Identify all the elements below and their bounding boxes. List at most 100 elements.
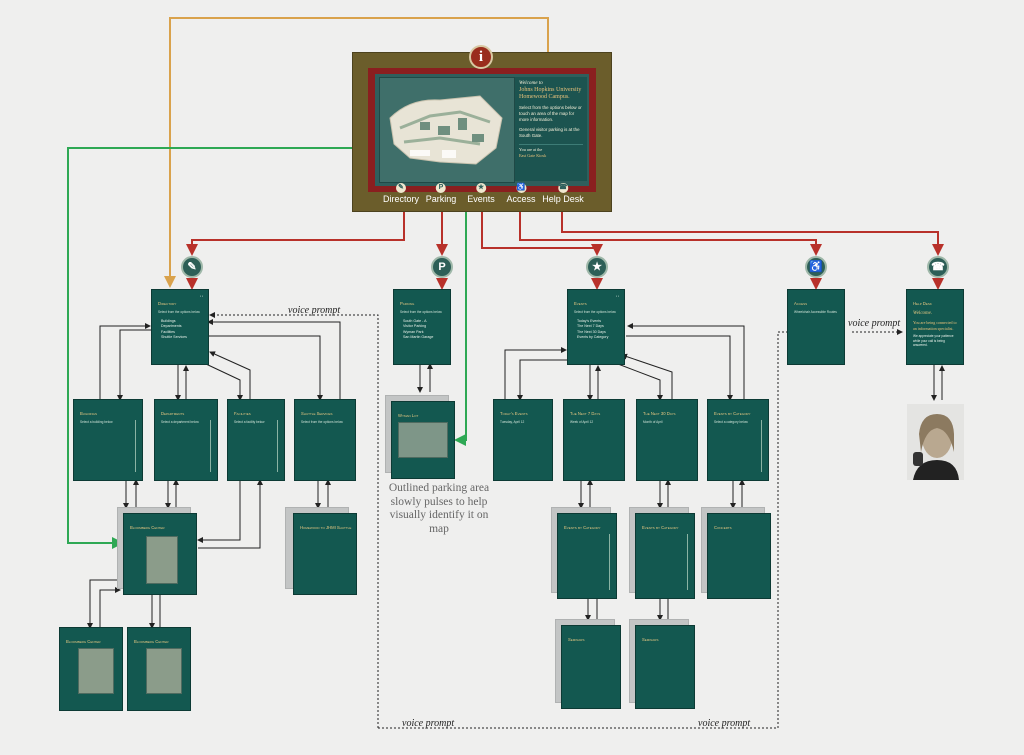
help-message-wait: We appreciate your patience while your c… (913, 333, 954, 348)
campus-map[interactable] (379, 77, 515, 183)
screen-title: Access (794, 301, 808, 306)
screen-events-by-category-b[interactable]: Events by Category (636, 514, 694, 598)
screen-title: Wyman Lot (398, 413, 419, 418)
screen-access[interactable]: Access Wheelchair Accessible Routes (788, 290, 844, 364)
screen-shuttle-services[interactable]: Shuttle Services Select from the options… (295, 400, 355, 480)
parking-icon: P (431, 256, 453, 278)
parking-note: General visitor parking is at the South … (519, 126, 580, 138)
screen-subtitle: Select from the options below (158, 310, 200, 315)
screen-title: Seminars (642, 637, 659, 642)
nav-help-desk-label: Help Desk (542, 194, 584, 204)
screen-events-by-category-a[interactable]: Events by Category (558, 514, 616, 598)
screen-bloomberg-center-detail[interactable]: Bloomberg Center (60, 628, 122, 710)
screen-concerts[interactable]: Concerts (708, 514, 770, 598)
screen-title: Directory (158, 301, 177, 306)
screen-buildings[interactable]: Buildings Select a building below (74, 400, 142, 480)
list-item[interactable]: Events by Category (577, 335, 609, 340)
scrollbar[interactable] (277, 420, 278, 472)
screen-homewood-shuttle[interactable]: Homewood to JHMI Shuttle (294, 514, 356, 594)
info-icon[interactable]: i (469, 45, 493, 69)
building-map-thumbnail (146, 536, 178, 584)
screen-title: Seminars (568, 637, 585, 642)
building-map-thumbnail (78, 648, 114, 694)
list-item[interactable]: Buildings (161, 319, 176, 324)
screen-title: Buildings (80, 411, 97, 416)
screen-subtitle: Select a category below (714, 420, 748, 425)
directory-icon: ✎ (181, 256, 203, 278)
screen-title: Homewood to JHMI Shuttle (300, 525, 352, 530)
scrollbar[interactable] (210, 420, 211, 472)
screen-title: Bloomberg Center (134, 639, 169, 644)
list-item[interactable]: South Gate - A (403, 319, 427, 324)
screen-title: Bloomberg Center (66, 639, 101, 644)
screen-events[interactable]: ▪ ▪ Events Select from the options below… (568, 290, 624, 364)
events-icon: ★ (586, 256, 608, 278)
help-welcome: Welcome. (913, 311, 933, 317)
screen-title: Events by Category (714, 411, 751, 416)
screen-subtitle: Month of April (643, 420, 663, 425)
parking-map-line (454, 152, 467, 446)
screen-subtitle: Select from the options below (574, 310, 616, 315)
screen-events-by-category[interactable]: Events by Category Select a category bel… (708, 400, 768, 480)
voice-prompt-label: voice prompt (402, 718, 455, 729)
screen-departments[interactable]: Departments Select a department below (155, 400, 217, 480)
list-item[interactable]: Wyman Park (403, 329, 424, 334)
screen-subtitle: Select from the options below (301, 420, 343, 425)
campus-map-drawing (389, 95, 503, 165)
screen-subtitle: Select a department below (161, 420, 199, 425)
screen-header: ▪ ▪ (200, 294, 203, 298)
list-item[interactable]: Today's Events (577, 319, 602, 324)
parking-caption: Outlined parking area slowly pulses to h… (388, 482, 490, 535)
campus-name: Johns Hopkins University Homewood Campus… (519, 87, 582, 100)
screen-parking[interactable]: Parking Select from the options below So… (394, 290, 450, 364)
screen-title: Departments (161, 411, 185, 416)
nav-access-button[interactable]: ♿Access (506, 183, 536, 204)
screen-header: ▪ ▪ (616, 294, 619, 298)
location-name: East Gate Kiosk (519, 153, 547, 159)
list-item[interactable]: San Martin Garage (403, 335, 434, 340)
scrollbar[interactable] (687, 534, 688, 590)
nav-help-desk-button[interactable]: ☎Help Desk (542, 183, 584, 204)
welcome-title: Welcome to (519, 80, 543, 86)
screen-title: Help Desk (913, 301, 932, 306)
screen-next-30-days[interactable]: The Next 30 Days Month of April (637, 400, 697, 480)
screen-title: The Next 7 Days (570, 411, 601, 416)
screen-help-desk[interactable]: Help Desk Welcome. You are being connect… (907, 290, 963, 364)
list-item[interactable]: Departments (161, 324, 182, 329)
nav-directory-button[interactable]: ✎Directory (383, 183, 419, 204)
screen-subtitle: Week of April 12 (570, 420, 594, 425)
screen-wyman-lot[interactable]: Wyman Lot (392, 402, 454, 478)
events-icon: ★ (475, 183, 486, 193)
scrollbar[interactable] (135, 420, 136, 472)
screen-subtitle: Select a facility below (234, 420, 265, 425)
screen-directory[interactable]: ▪ ▪ Directory Select from the options be… (152, 290, 208, 364)
scrollbar[interactable] (761, 420, 762, 472)
list-item[interactable]: Visitor Parking (403, 324, 427, 329)
screen-title: Today's Events (500, 411, 528, 416)
screen-todays-events[interactable]: Today's Events Tuesday, April 12 (494, 400, 552, 480)
screen-seminars-a[interactable]: Seminars (562, 626, 620, 708)
list-item[interactable]: Shuttle Services (161, 335, 187, 340)
nav-events-label: Events (467, 194, 495, 204)
help-desk-icon: ☎ (557, 183, 568, 193)
scrollbar[interactable] (609, 534, 610, 590)
screen-facilities[interactable]: Facilities Select a facility below (228, 400, 284, 480)
parking-highlight-line (67, 147, 470, 549)
screen-seminars-b[interactable]: Seminars (636, 626, 694, 708)
screen-bloomberg-center-route[interactable]: Bloomberg Center (128, 628, 190, 710)
list-item[interactable]: The Next 7 Days (577, 324, 604, 329)
access-icon: ♿ (805, 256, 827, 278)
specialist-portrait (907, 404, 964, 480)
screen-subtitle: Select from the options below (400, 310, 442, 315)
screen-next-7-days[interactable]: The Next 7 Days Week of April 12 (564, 400, 624, 480)
screen-title: Bloomberg Center (130, 525, 165, 530)
location-prefix: You are at the (519, 147, 543, 153)
screen-bloomberg-center[interactable]: Bloomberg Center (124, 514, 196, 594)
list-item[interactable]: The Next 30 Days (577, 329, 606, 334)
screen-subtitle: Select a building below (80, 420, 113, 425)
screen-subtitle: Wheelchair Accessible Routes (794, 310, 837, 315)
list-item[interactable]: Facilities (161, 329, 175, 334)
help-message-connect: You are being connected to an informatio… (913, 319, 957, 331)
nav-events-button[interactable]: ★Events (467, 183, 495, 204)
